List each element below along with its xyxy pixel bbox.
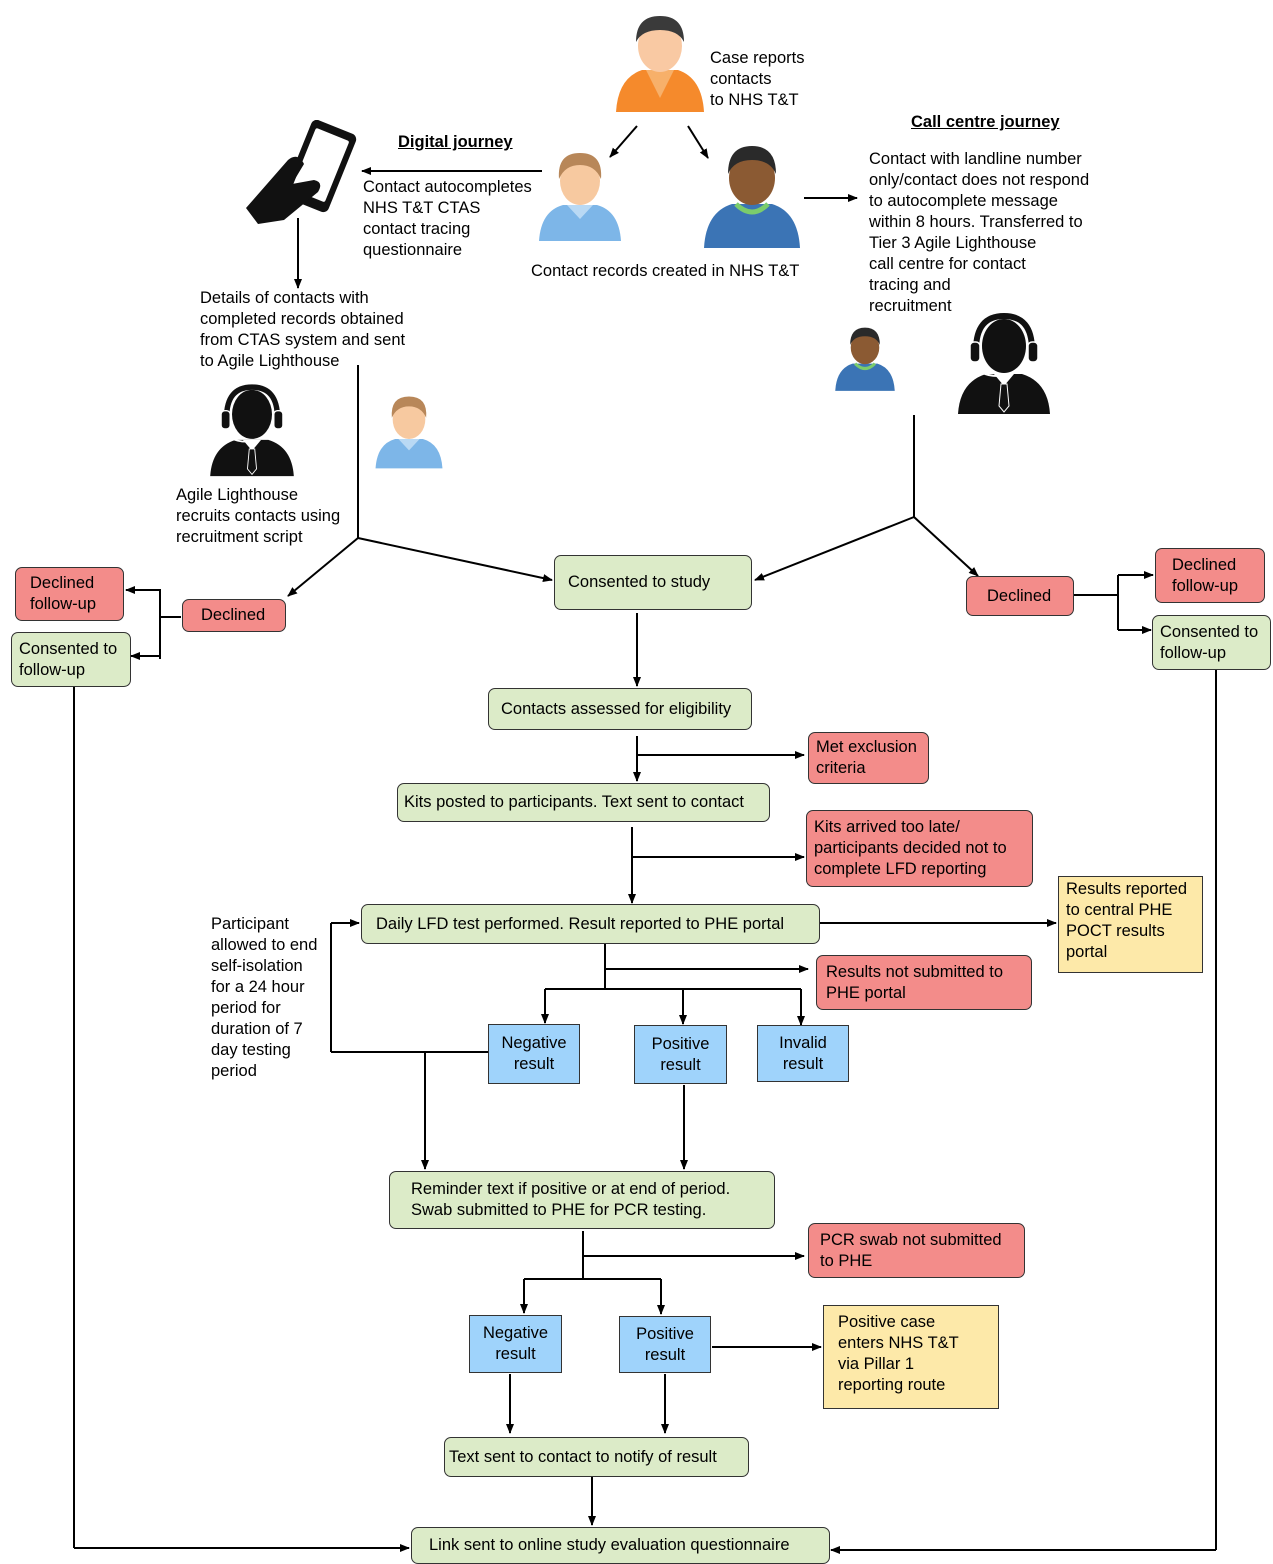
call-centre-journey-heading: Call centre journey <box>911 113 1060 131</box>
consented-to-study-box: Consented to study <box>554 555 752 610</box>
agile-recruits-note: Agile Lighthouse recruits contacts using… <box>176 486 341 546</box>
results-reported-box: Results reported to central PHE POCT res… <box>1058 876 1203 973</box>
headset-agent-icon <box>958 312 1050 414</box>
declined-followup-left-box: Declined follow-up <box>15 567 124 621</box>
negative-result-pcr-box: Negative result <box>469 1315 562 1373</box>
dark-person-icon <box>835 327 895 391</box>
dark-person-icon <box>704 146 800 248</box>
eligibility-box: Contacts assessed for eligibility <box>488 688 752 730</box>
orange-person-icon <box>616 16 704 112</box>
autocompletes-note: Contact autocompletes NHS T&T CTAS conta… <box>363 178 532 259</box>
kits-late-box: Kits arrived too late/ participants deci… <box>806 810 1033 887</box>
results-not-submitted-box: Results not submitted to PHE portal <box>816 955 1032 1010</box>
headset-agent-icon <box>210 384 294 477</box>
case-reports-note: Case reports contacts to NHS T&T <box>710 49 805 109</box>
positive-result-box: Positive result <box>634 1025 727 1084</box>
kits-posted-box: Kits posted to participants. Text sent t… <box>397 783 770 822</box>
participant-allowed-note: Participant allowed to end self-isolatio… <box>211 915 318 1080</box>
digital-journey-heading: Digital journey <box>398 133 513 151</box>
consented-followup-right-box: Consented to follow-up <box>1152 615 1271 670</box>
exclusion-criteria-box: Met exclusion criteria <box>808 732 929 784</box>
blond-person-icon <box>375 396 443 469</box>
reminder-box: Reminder text if positive or at end of p… <box>389 1171 775 1229</box>
declined-right-box: Declined <box>966 576 1074 616</box>
positive-case-box: Positive case enters NHS T&T via Pillar … <box>823 1305 999 1409</box>
smartphone-hand-icon <box>246 120 357 224</box>
daily-lfd-box: Daily LFD test performed. Result reporte… <box>361 904 820 944</box>
invalid-result-box: Invalid result <box>757 1025 849 1082</box>
records-created-note: Contact records created in NHS T&T <box>531 262 800 280</box>
positive-result-pcr-box: Positive result <box>619 1316 711 1373</box>
blond-person-icon <box>539 153 621 241</box>
pcr-not-submitted-box: PCR swab not submitted to PHE <box>808 1223 1025 1278</box>
text-result-box: Text sent to contact to notify of result <box>444 1437 749 1477</box>
consented-followup-left-box: Consented to follow-up <box>11 632 131 687</box>
link-sent-box: Link sent to online study evaluation que… <box>411 1527 830 1564</box>
declined-left-box: Declined <box>182 599 286 632</box>
landline-note: Contact with landline number only/contac… <box>869 150 1090 315</box>
negative-result-box: Negative result <box>488 1024 580 1084</box>
details-note: Details of contacts with completed recor… <box>200 289 406 370</box>
declined-followup-right-box: Declined follow-up <box>1155 548 1265 603</box>
